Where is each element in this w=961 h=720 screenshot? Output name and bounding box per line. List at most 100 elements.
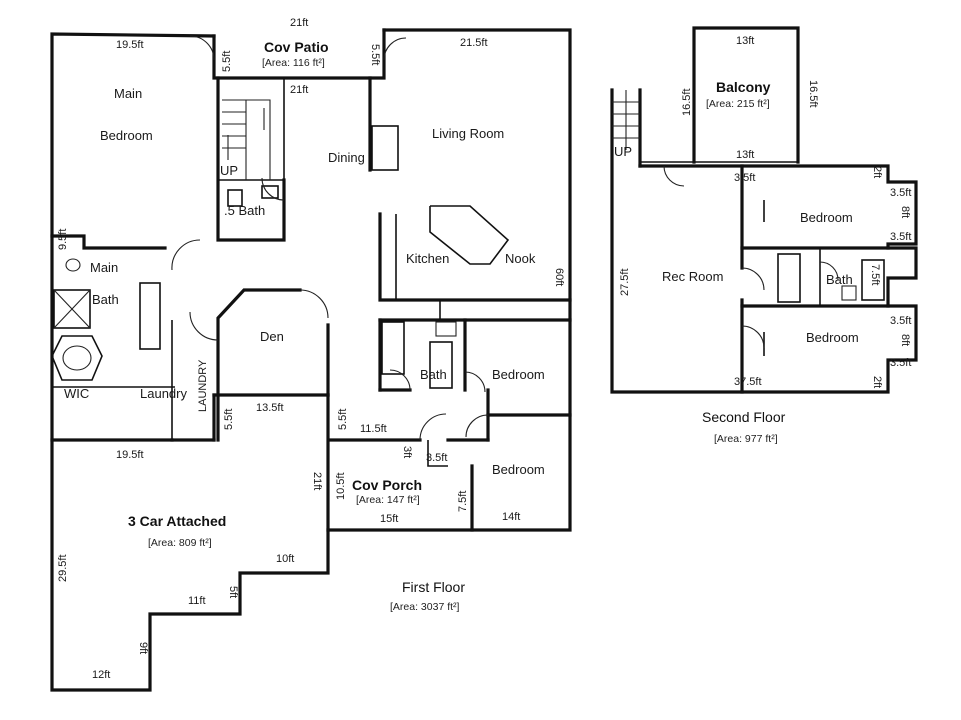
- stair-up-label: UP: [220, 163, 238, 178]
- dim-27-5: 27.5ft: [619, 268, 631, 296]
- upper-vanity: [777, 253, 801, 303]
- bed-door: [741, 325, 765, 349]
- dim-porch-3-5: 3.5ft: [426, 452, 447, 464]
- stair-block-wall: [216, 76, 286, 242]
- dining-counter: [371, 125, 399, 171]
- dim-garage-12: 12ft: [92, 669, 110, 681]
- upper-bath-label: Bath: [826, 272, 853, 287]
- main-bedroom-wall: [50, 234, 167, 250]
- dim-8-r1: 8ft: [899, 206, 911, 218]
- dim-mid-11-5: 11.5ft: [360, 423, 387, 435]
- dim-bal-16-5-right: 16.5ft: [807, 80, 819, 108]
- cov-porch-label: Cov Porch: [352, 477, 422, 493]
- dim-porch-3: 3ft: [401, 446, 413, 458]
- vanity: [139, 282, 161, 350]
- dim-right-60: 60ft: [553, 268, 565, 286]
- dim-bed-7-5: 7.5ft: [457, 491, 469, 512]
- upper-tub: [861, 259, 885, 301]
- main-toilet: [65, 258, 81, 272]
- bath-door: [819, 261, 839, 281]
- den-label: Den: [260, 329, 284, 344]
- dim-garage-11: 11ft: [188, 595, 206, 607]
- dim-left-9-5: 9.5ft: [57, 229, 69, 250]
- dim-top-21-5: 21.5ft: [460, 37, 488, 49]
- dim-top-21: 21ft: [290, 17, 308, 29]
- bathtub: [429, 341, 453, 389]
- kitchen-label: Kitchen: [406, 251, 449, 266]
- bath-toilet: [435, 321, 457, 337]
- upper-bedroom-top-label: Bedroom: [800, 210, 853, 225]
- balcony-door: [663, 165, 685, 187]
- bedroom-door: [171, 239, 201, 271]
- dim-bal-13-bottom: 13ft: [736, 149, 754, 161]
- half-bath-label: .5 Bath: [224, 203, 265, 218]
- bed-door-2: [465, 414, 489, 438]
- dim-garage-21: 21ft: [311, 472, 323, 490]
- first-floor-title: First Floor: [402, 579, 465, 595]
- bedroom-b-label: Bedroom: [492, 462, 545, 477]
- shower-x: [53, 289, 91, 329]
- dim-3-5-r4: 3.5ft: [890, 357, 911, 369]
- cov-porch-area: [Area: 147 ft²]: [356, 494, 420, 506]
- den-door-2: [189, 311, 219, 341]
- nook-label: Nook: [505, 251, 536, 266]
- main-bath-label-2: Bath: [92, 292, 119, 307]
- dim-porch-15: 15ft: [380, 513, 398, 525]
- cov-patio-label: Cov Patio: [264, 39, 329, 55]
- laundry-label: Laundry: [140, 386, 187, 401]
- dim-left-19-5: 19.5ft: [116, 449, 144, 461]
- den-wall: [216, 288, 302, 442]
- main-bedroom-label-1: Main: [114, 86, 142, 101]
- dim-mid-5-5b: 5.5ft: [337, 409, 349, 430]
- balcony-label: Balcony: [716, 79, 771, 95]
- dim-patio-right: 5.5ft: [369, 44, 381, 65]
- balcony-area: [Area: 215 ft²]: [706, 98, 770, 110]
- dim-2-top: 2ft: [871, 166, 883, 178]
- main-bath-label-1: Main: [90, 260, 118, 275]
- dim-garage-9: 9ft: [137, 642, 149, 654]
- bath-vanity: [381, 321, 405, 375]
- first-floor-outer-wall: [50, 28, 572, 692]
- first-floor-area: [Area: 3037 ft²]: [390, 601, 460, 613]
- cov-patio-area: [Area: 116 ft²]: [262, 57, 325, 69]
- second-floor: Balcony [Area: 215 ft²] UP Bedroom Rec R…: [610, 26, 918, 445]
- dim-3-5-r2: 3.5ft: [890, 231, 911, 243]
- dim-7-5: 7.5ft: [869, 264, 881, 285]
- dim-bal-16-5-left: 16.5ft: [681, 88, 693, 116]
- upper-bedroom-bottom-label: Bedroom: [806, 330, 859, 345]
- bath-door: [389, 369, 411, 391]
- kitchen-island: [429, 205, 510, 265]
- stair-rail: [222, 99, 271, 180]
- rec-room-label: Rec Room: [662, 269, 723, 284]
- dim-mid-5-5a: 5.5ft: [223, 409, 235, 430]
- main-tub-basin: [62, 345, 92, 371]
- second-floor-title: Second Floor: [702, 409, 786, 425]
- toilet: [227, 189, 243, 207]
- garage-area: [Area: 809 ft²]: [148, 537, 212, 549]
- patio-door-right: [383, 37, 407, 61]
- patio-door-left: [189, 35, 215, 61]
- dim-2-bottom: 2ft: [871, 376, 883, 388]
- living-room-label: Living Room: [432, 126, 504, 141]
- half-bath-door: [261, 177, 285, 201]
- second-floor-area: [Area: 977 ft²]: [714, 433, 778, 445]
- dim-37-5: 37.5ft: [734, 376, 762, 388]
- dim-patio-left: 5.5ft: [221, 51, 233, 72]
- porch-door: [419, 413, 447, 441]
- dim-bal-13-top: 13ft: [736, 35, 754, 47]
- dim-8-r2: 8ft: [899, 334, 911, 346]
- rec-door: [741, 267, 765, 291]
- dim-3-5-top: 3.5ft: [734, 172, 755, 184]
- dim-3-5-r3: 3.5ft: [890, 315, 911, 327]
- balcony-wall: [692, 26, 800, 164]
- shower: [53, 289, 91, 329]
- bedroom-a-label: Bedroom: [492, 367, 545, 382]
- dim-top-19-5: 19.5ft: [116, 39, 144, 51]
- bath-label: Bath: [420, 367, 447, 382]
- dim-inner-21: 21ft: [290, 84, 308, 96]
- wic-label: WIC: [64, 386, 89, 401]
- kitchen-wall: [378, 212, 572, 302]
- dim-mid-13-5: 13.5ft: [256, 402, 284, 414]
- laundry-vertical-label: LAUNDRY: [197, 359, 209, 412]
